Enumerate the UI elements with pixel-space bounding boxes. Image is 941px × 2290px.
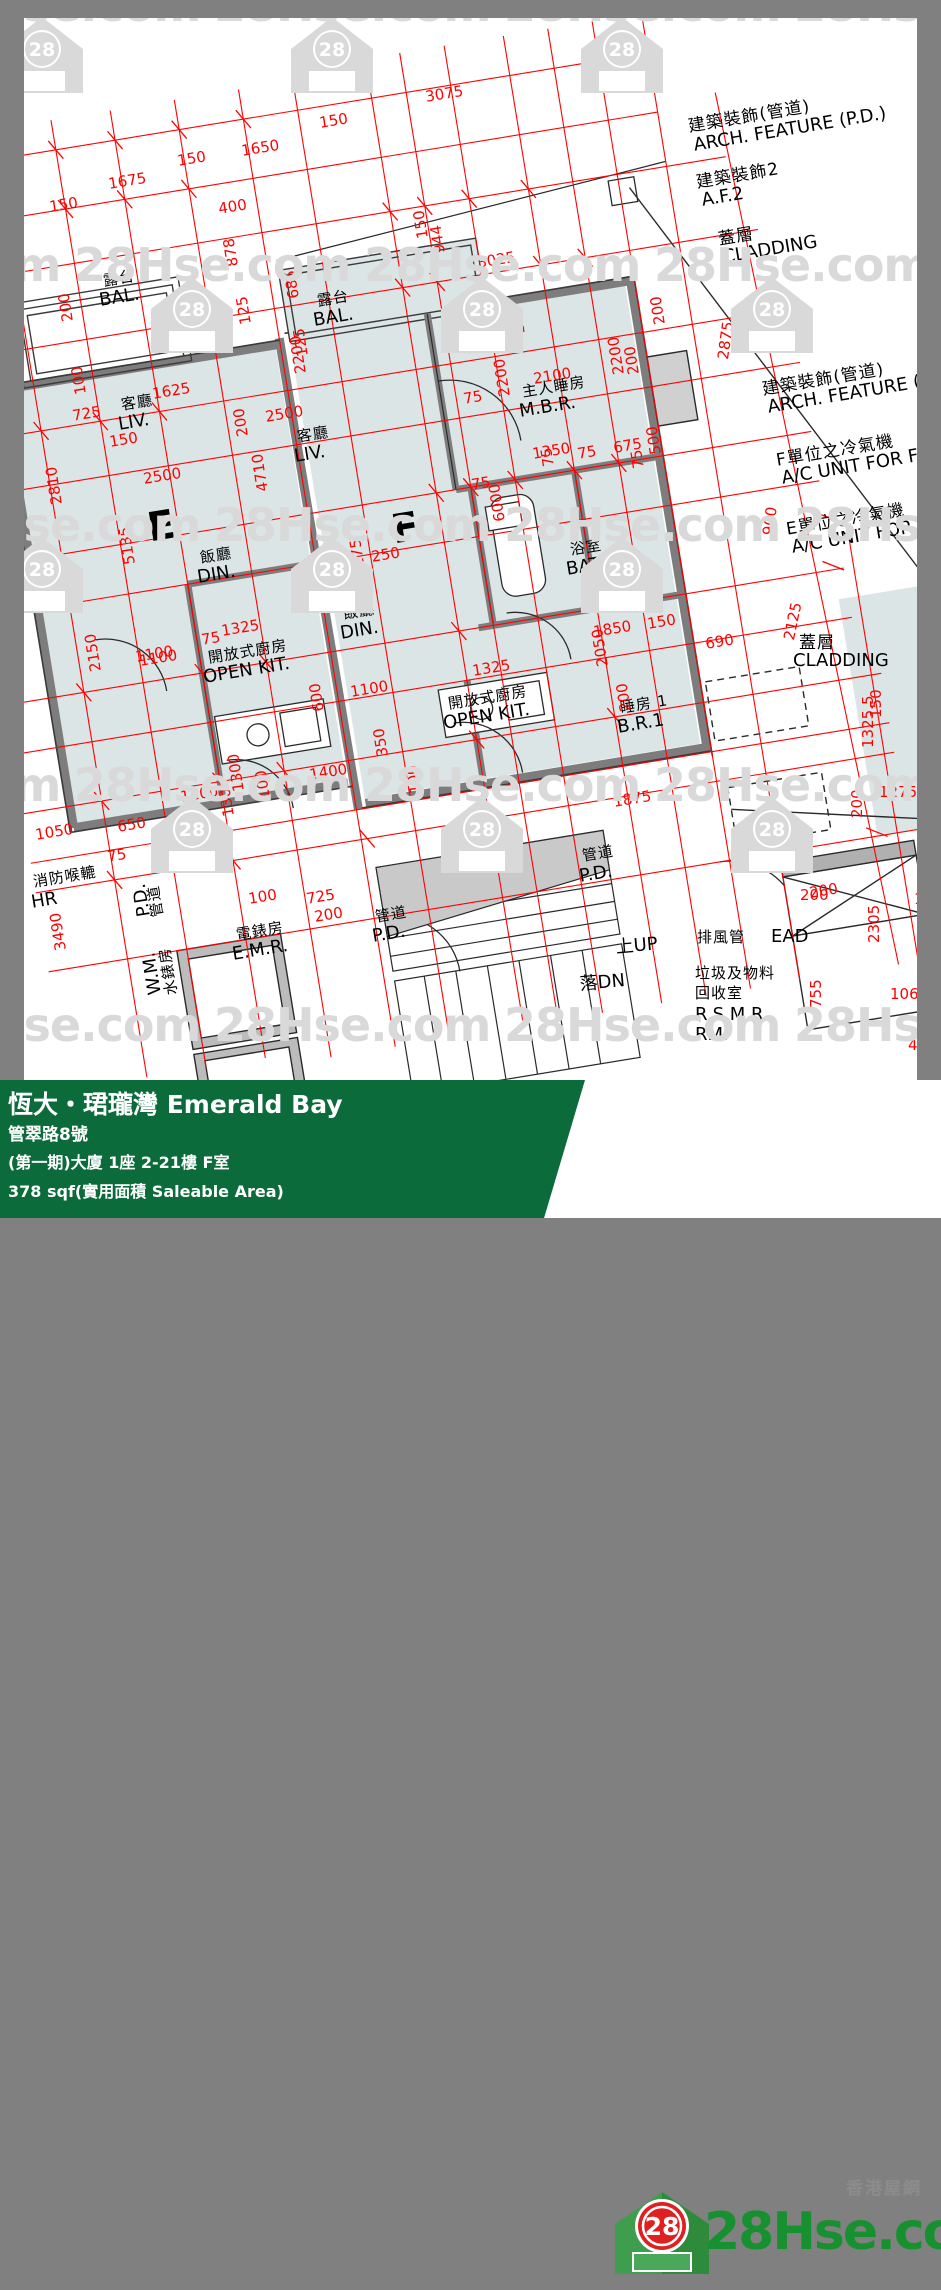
room-label-liv-f-en: LIV.	[292, 441, 327, 467]
room-label-rsmr-cn1: 垃圾及物料	[695, 964, 776, 982]
site-logo[interactable]: 香港屋網 28 28Hse.com	[612, 2172, 941, 2290]
dim-1060: 1060	[890, 985, 917, 1003]
property-title: 恆大・珺瓏灣 Emerald Bay	[8, 1090, 343, 1119]
logo-chinese-name: 香港屋網	[846, 2179, 922, 2199]
dim-755: 755	[807, 979, 825, 1008]
dim-150-i: 150	[914, 890, 917, 908]
logo-house-icon: 28	[612, 2190, 712, 2276]
footer-bar: 恆大・珺瓏灣 Emerald Bay 管翠路8號 (第一期)大廈 1座 2-21…	[0, 1080, 941, 2274]
dim-75-d: 75	[470, 472, 492, 494]
room-label-pd-left-en: P.D.	[128, 882, 155, 919]
dim-75-a: 75	[576, 441, 598, 463]
footer-green-panel: 恆大・珺瓏灣 Emerald Bay 管翠路8號 (第一期)大廈 1座 2-21…	[0, 1080, 585, 1218]
dim-2305: 2305	[865, 904, 883, 943]
dim-400-b: 400	[908, 1036, 917, 1054]
dim-200-h: 200	[848, 789, 866, 818]
dim-75-e: 75	[537, 446, 558, 468]
room-label-up: 上UP	[614, 933, 659, 958]
room-label-rsmr-en2: RM.	[695, 1024, 729, 1045]
room-label-hr-en: HR	[29, 887, 59, 913]
dim-200-i: 200	[800, 886, 829, 904]
floorplan-page: 露台 BAL. 露台 BAL. 客廳 LIV. 客廳 LIV. 飯廳 DIN. …	[0, 18, 941, 2274]
floorplan-canvas: 露台 BAL. 露台 BAL. 客廳 LIV. 客廳 LIV. 飯廳 DIN. …	[24, 18, 917, 1080]
room-label-dn: 落DN	[578, 970, 626, 995]
dim-75-c: 75	[462, 386, 484, 408]
dim-75-f: 75	[200, 627, 222, 649]
property-address: 管翠路8號	[8, 1125, 88, 1145]
dim-75-b: 75	[627, 448, 648, 470]
property-area: 378 sqf(實用面積 Saleable Area)	[8, 1182, 284, 1201]
annotation-cladding-right-cn: 蓋層	[799, 633, 835, 653]
dim-75-g: 75	[106, 844, 128, 866]
dim-1275: 1275	[879, 783, 917, 801]
logo-wordmark: 28Hse.com	[704, 2202, 941, 2262]
annotation-cladding-right-en: CLADDING	[793, 650, 889, 671]
room-label-rsmr-en1: R.S.M.R	[695, 1004, 764, 1025]
property-block: (第一期)大廈 1座 2-21樓 F室	[8, 1153, 230, 1172]
svg-text:28: 28	[645, 2212, 680, 2241]
room-label-ead-cn: 排風管	[697, 928, 746, 946]
dim-150-f: 150	[867, 689, 885, 718]
plan-drawing: 露台 BAL. 露台 BAL. 客廳 LIV. 客廳 LIV. 飯廳 DIN. …	[24, 18, 917, 1080]
room-label-rsmr-cn2: 回收室	[695, 984, 744, 1002]
room-label-ead-en: EAD	[771, 926, 809, 947]
